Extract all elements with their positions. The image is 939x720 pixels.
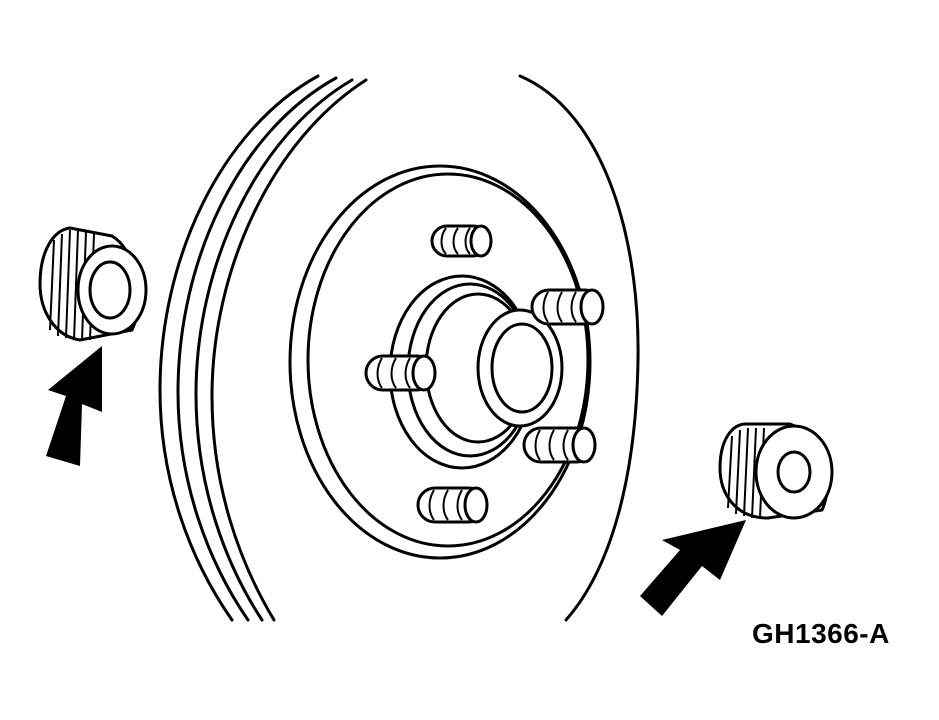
- spindle-bore-inner: [490, 322, 554, 414]
- bearing-bore-right: [776, 450, 812, 494]
- bearing-cone-face-right: [754, 424, 834, 520]
- hub-flange-outer: [288, 164, 592, 560]
- rotor-edge-3: [194, 78, 354, 622]
- hub-boss: [388, 274, 564, 470]
- figure-label: GH1366-A: [752, 618, 890, 649]
- bearing-rollers-right: [727, 427, 765, 519]
- wheel-stud-lower-right: [522, 426, 597, 464]
- rotor-disc: [158, 74, 640, 622]
- wheel-studs: [364, 224, 605, 524]
- arrow-outer-bearing: [46, 346, 102, 466]
- outer-wheel-bearing: [38, 226, 148, 342]
- hub-flange-inner: [306, 172, 590, 548]
- arrow-inner-bearing: [640, 520, 746, 616]
- rotor-edge-2: [176, 76, 338, 622]
- rotor-edge-4: [210, 78, 368, 622]
- wheel-stud-upper-right: [530, 288, 605, 326]
- wheel-stud-top: [430, 224, 493, 258]
- rotor-edge-1: [158, 74, 320, 622]
- rotor-face-edge: [518, 74, 640, 622]
- inner-wheel-bearing: [718, 422, 834, 520]
- hub-flange: [288, 164, 592, 560]
- wheel-stud-bottom: [416, 486, 489, 524]
- wheel-stud-left: [364, 354, 437, 392]
- bearing-cone-face-left: [76, 244, 148, 336]
- bearing-bore-left: [88, 260, 132, 320]
